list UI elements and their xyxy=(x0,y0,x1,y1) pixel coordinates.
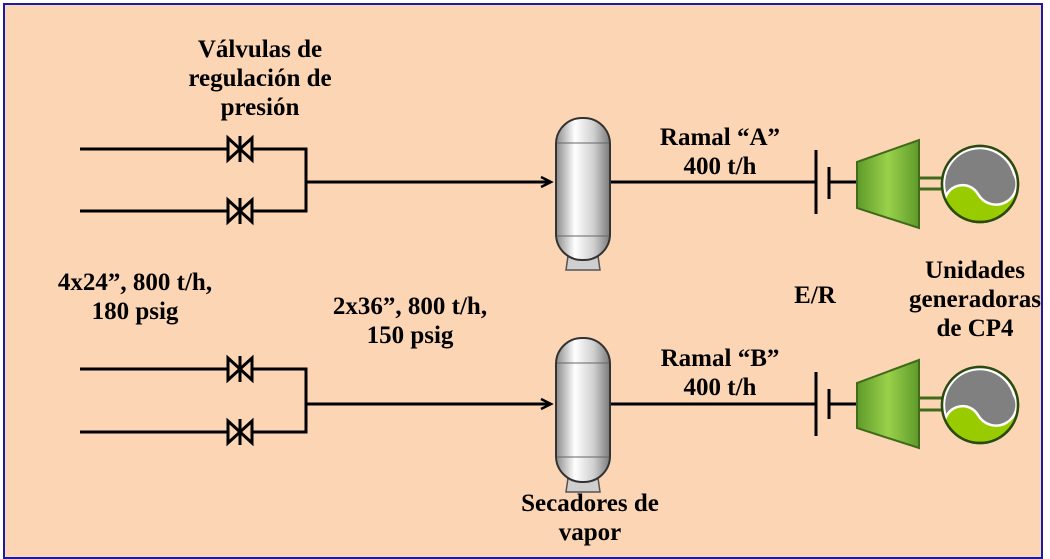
steam-dryer-a-icon xyxy=(555,117,611,271)
diagram-frame xyxy=(3,3,1043,559)
inlet-spec-label: 4x24”, 800 t/h, 180 psig xyxy=(20,268,250,326)
steam-dryer-b-icon xyxy=(555,337,611,493)
header-spec-label: 2x36”, 800 t/h, 150 psig xyxy=(300,292,520,350)
valve-icon xyxy=(226,134,254,164)
dryers-line2: vapor xyxy=(558,519,622,546)
units-label: Unidades generadoras de CP4 xyxy=(905,256,1045,343)
inlet-spec-line2: 180 psig xyxy=(91,298,179,325)
pressure-regulating-valves xyxy=(226,134,254,447)
dryers-label: Secadores de vapor xyxy=(490,489,690,547)
valves-title-line3: presión xyxy=(220,94,300,121)
valve-icon xyxy=(226,196,254,226)
units-line1: Unidades xyxy=(924,257,1026,284)
inlet-spec-line1: 4x24”, 800 t/h, xyxy=(57,269,213,296)
er-label: E/R xyxy=(794,282,836,309)
turbine-a-icon xyxy=(856,138,942,230)
branch-a-name: Ramal “A” xyxy=(659,124,781,151)
turbine-b-icon xyxy=(856,358,942,450)
valve-icon xyxy=(226,354,254,384)
branch-a-flow: 400 t/h xyxy=(683,153,757,180)
generator-a-icon xyxy=(940,144,1020,224)
header-spec-line2: 150 psig xyxy=(366,322,454,349)
pipe-train-a xyxy=(80,147,816,213)
units-line2: generadoras xyxy=(909,286,1041,313)
flange-b-icon xyxy=(814,372,857,436)
branch-b-flow: 400 t/h xyxy=(683,374,757,401)
dryers-line1: Secadores de xyxy=(521,490,659,517)
units-line3: de CP4 xyxy=(936,315,1014,342)
branch-a-label: Ramal “A” 400 t/h xyxy=(640,123,800,181)
branch-b-label: Ramal “B” 400 t/h xyxy=(640,344,800,402)
flange-a-icon xyxy=(814,150,857,214)
valves-title-line2: regulación de xyxy=(188,65,332,92)
valves-title: Válvulas de regulación de presión xyxy=(170,35,350,122)
header-spec-line1: 2x36”, 800 t/h, xyxy=(332,293,488,320)
branch-b-name: Ramal “B” xyxy=(660,345,780,372)
valve-icon xyxy=(226,417,254,447)
generator-b-icon xyxy=(940,365,1020,445)
pipe-train-b xyxy=(80,367,816,434)
valves-title-line1: Válvulas de xyxy=(197,36,323,63)
